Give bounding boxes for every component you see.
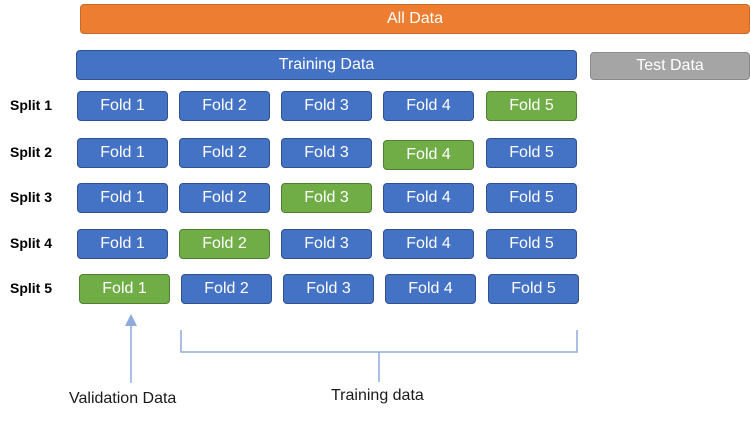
- training-fold: Fold 1: [77, 138, 168, 168]
- fold-label: Fold 5: [511, 280, 556, 297]
- training-fold: Fold 5: [486, 138, 577, 168]
- fold-label: Fold 4: [406, 97, 451, 114]
- split-label: Split 1: [10, 97, 53, 113]
- fold-label: Fold 1: [100, 97, 145, 114]
- split-label: Split 3: [10, 189, 53, 205]
- training-data-bar: Training Data: [76, 50, 577, 80]
- training-fold: Fold 4: [383, 91, 474, 121]
- fold-label: Fold 3: [304, 97, 349, 114]
- fold-label: Fold 2: [202, 235, 247, 252]
- fold-label: Fold 5: [509, 144, 554, 161]
- test-data-label: Test Data: [636, 57, 704, 74]
- training-fold: Fold 4: [383, 183, 474, 213]
- fold-label: Fold 1: [100, 144, 145, 161]
- training-bracket: [180, 330, 578, 353]
- fold-label: Fold 1: [102, 280, 147, 297]
- all-data-bar: All Data: [80, 4, 750, 34]
- training-fold: Fold 4: [385, 274, 476, 304]
- fold-label: Fold 4: [406, 189, 451, 206]
- fold-label: Fold 3: [306, 280, 351, 297]
- training-fold: Fold 5: [486, 183, 577, 213]
- validation-fold: Fold 5: [486, 91, 577, 121]
- fold-label: Fold 4: [408, 280, 453, 297]
- training-fold: Fold 1: [77, 183, 168, 213]
- fold-label: Fold 5: [509, 97, 554, 114]
- validation-fold: Fold 3: [281, 183, 372, 213]
- fold-label: Fold 1: [100, 189, 145, 206]
- fold-label: Fold 4: [406, 235, 451, 252]
- training-data-label: Training Data: [278, 56, 375, 73]
- training-fold: Fold 3: [281, 138, 372, 168]
- training-fold: Fold 1: [77, 91, 168, 121]
- training-fold: Fold 3: [281, 91, 372, 121]
- training-fold: Fold 2: [179, 183, 270, 213]
- fold-label: Fold 3: [304, 144, 349, 161]
- validation-fold: Fold 1: [79, 274, 170, 304]
- fold-label: Fold 5: [509, 189, 554, 206]
- fold-label: Fold 2: [202, 189, 247, 206]
- training-data-caption: Training data: [331, 387, 424, 404]
- fold-label: Fold 3: [304, 235, 349, 252]
- training-fold: Fold 2: [179, 91, 270, 121]
- training-fold: Fold 2: [181, 274, 272, 304]
- fold-label: Fold 2: [204, 280, 249, 297]
- training-fold: Fold 3: [281, 229, 372, 259]
- training-fold: Fold 5: [486, 229, 577, 259]
- fold-label: Fold 2: [202, 144, 247, 161]
- training-fold: Fold 1: [77, 229, 168, 259]
- fold-label: Fold 2: [202, 97, 247, 114]
- validation-fold: Fold 4: [383, 140, 474, 170]
- split-label: Split 5: [10, 280, 53, 296]
- test-data-bar: Test Data: [590, 52, 750, 80]
- validation-fold: Fold 2: [179, 229, 270, 259]
- training-fold: Fold 4: [383, 229, 474, 259]
- training-fold: Fold 5: [488, 274, 579, 304]
- all-data-label: All Data: [386, 10, 444, 27]
- split-label: Split 4: [10, 235, 53, 251]
- fold-label: Fold 1: [100, 235, 145, 252]
- training-fold: Fold 3: [283, 274, 374, 304]
- fold-label: Fold 4: [406, 146, 451, 163]
- fold-label: Fold 5: [509, 235, 554, 252]
- validation-data-caption: Validation Data: [69, 390, 177, 407]
- fold-label: Fold 3: [304, 189, 349, 206]
- split-label: Split 2: [10, 144, 53, 160]
- training-fold: Fold 2: [179, 138, 270, 168]
